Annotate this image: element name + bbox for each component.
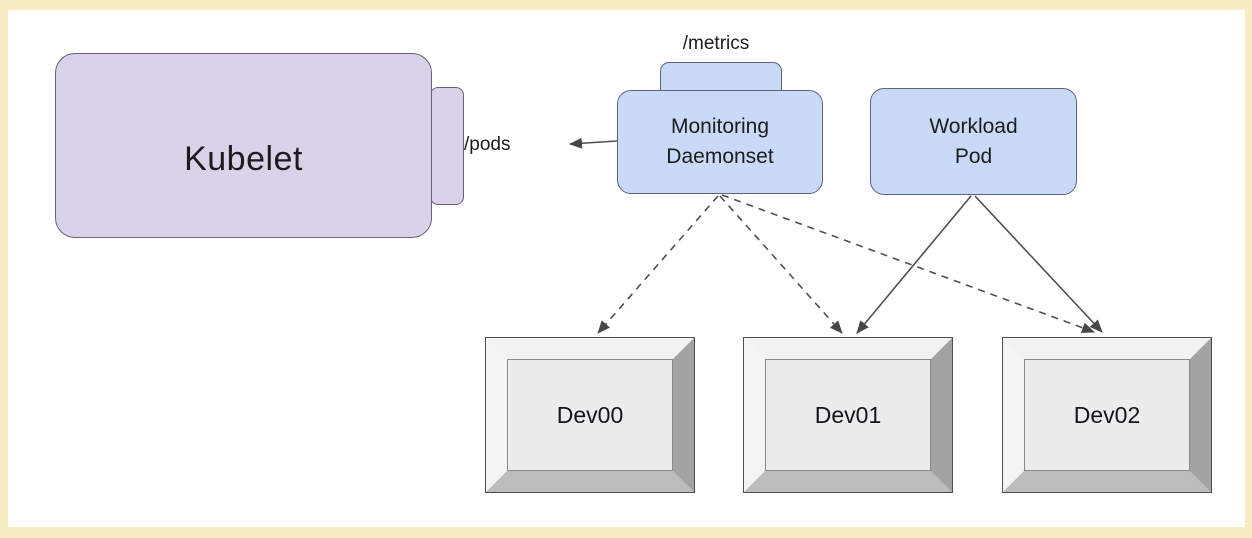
kubelet-node: Kubelet <box>55 53 432 238</box>
device-face: Dev01 <box>765 359 931 471</box>
device-bevel: Dev00 <box>486 338 694 492</box>
device-node-dev00: Dev00 <box>485 337 695 493</box>
edge-monitoring-dev00 <box>597 195 719 334</box>
pods-endpoint-label: /pods <box>464 134 511 155</box>
device-face: Dev02 <box>1024 359 1190 471</box>
workload-pod-label-line2: Pod <box>954 144 993 168</box>
device-node-dev01: Dev01 <box>743 337 953 493</box>
edge-workload-dev01 <box>856 195 972 334</box>
monitoring-daemonset-node: Monitoring Daemonset <box>617 90 823 194</box>
edge-workload-dev02 <box>974 195 1103 333</box>
monitoring-daemonset-label-line1: Monitoring <box>670 115 770 138</box>
edge-monitoring-dev01 <box>719 195 843 334</box>
edge-monitoring-dev02 <box>721 194 1095 334</box>
monitoring-daemonset-label-line2: Daemonset <box>666 145 774 168</box>
kubelet-pods-port-shape <box>430 87 464 205</box>
device-face: Dev00 <box>507 359 673 471</box>
edge-monitoring-pods <box>569 137 618 149</box>
device-label: Dev00 <box>556 401 624 428</box>
device-label: Dev02 <box>1073 401 1141 428</box>
workload-pod-node: Workload Pod <box>870 88 1077 195</box>
metrics-endpoint-label: /metrics <box>682 33 750 54</box>
kubelet-label: Kubelet <box>184 140 303 178</box>
device-label: Dev01 <box>814 401 882 428</box>
device-bevel: Dev02 <box>1003 338 1211 492</box>
device-node-dev02: Dev02 <box>1002 337 1212 493</box>
device-bevel: Dev01 <box>744 338 952 492</box>
workload-pod-label-line1: Workload <box>929 114 1018 138</box>
